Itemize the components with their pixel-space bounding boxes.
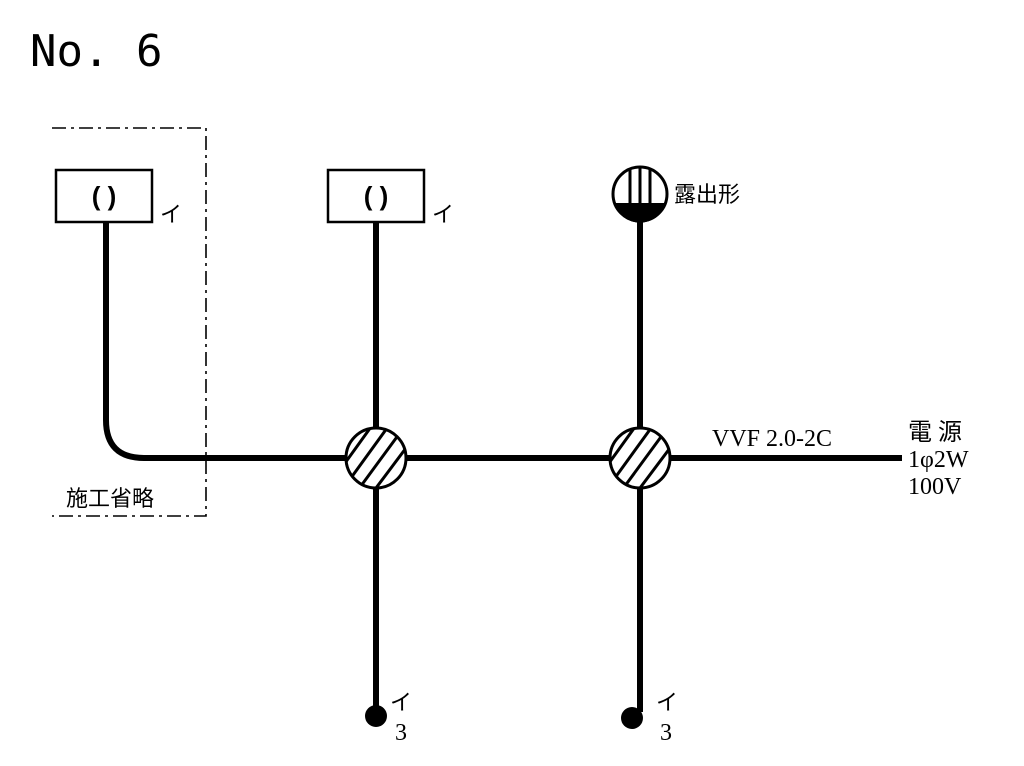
lamp-symbol: ( ) [92, 181, 117, 211]
exposed-receptacle-icon [611, 165, 669, 223]
power-phase-label: 1φ2W [908, 447, 969, 473]
diagram-title: No. 6 [30, 26, 162, 77]
lamp-box-icon [54, 168, 154, 224]
switch-1-label: イ [390, 691, 412, 716]
wire-left-lamp [103, 222, 346, 461]
junction-box-1-icon [344, 426, 408, 490]
lamp-symbol: ( ) [364, 181, 389, 211]
switch-2-label: イ [656, 691, 678, 716]
ceiling-lamp-left: ( ) [54, 168, 154, 224]
junction-box-2-icon [608, 426, 672, 490]
omitted-region-label: 施工省略 [66, 487, 154, 512]
lamp-label-left: イ [160, 203, 182, 228]
lamp-box-icon [326, 168, 426, 224]
power-voltage-label: 100V [908, 474, 962, 500]
switch-2-count: 3 [660, 720, 672, 746]
pendant-label: 露出形 [674, 183, 740, 208]
ceiling-lamp-center: ( ) [326, 168, 426, 224]
switch-2-icon [621, 707, 643, 729]
power-source-label: 電 源 [908, 419, 962, 446]
cable-label: VVF 2.0-2C [712, 426, 832, 452]
switch-1-icon [365, 705, 387, 727]
lamp-label-center: イ [432, 203, 454, 228]
switch-1-count: 3 [395, 720, 407, 746]
